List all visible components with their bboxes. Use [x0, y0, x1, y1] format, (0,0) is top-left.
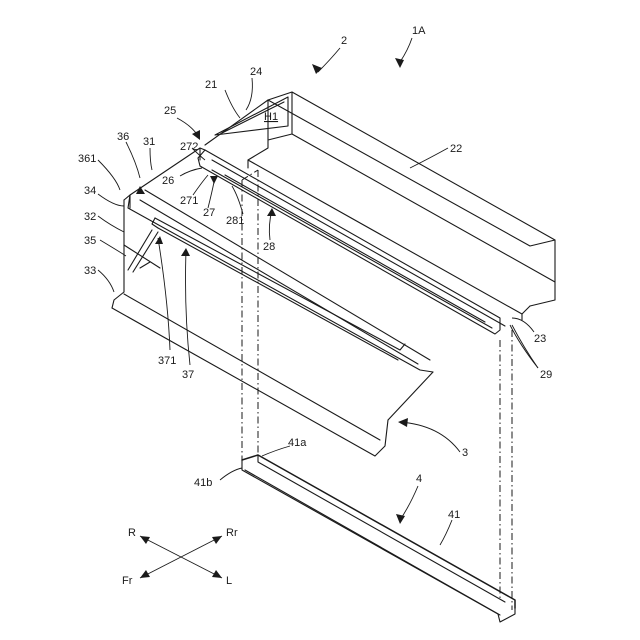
label-41b: 41b: [194, 477, 212, 489]
label-29: 29: [540, 369, 552, 381]
label-361: 361: [78, 153, 96, 165]
label-25: 25: [164, 105, 176, 117]
label-32: 32: [84, 211, 96, 223]
label-281: 281: [226, 215, 244, 227]
label-37: 37: [182, 369, 194, 381]
label-34: 34: [84, 185, 96, 197]
label-H1: H1: [264, 111, 278, 123]
direction-compass: R Rr Fr L: [122, 527, 238, 587]
reference-labels: 1A 2 21 24 H1 25 22 36 31 272 361 26 271…: [78, 25, 552, 521]
label-41a: 41a: [288, 437, 307, 449]
label-36: 36: [117, 131, 129, 143]
compass-r: R: [128, 527, 136, 539]
label-31: 31: [143, 136, 155, 148]
sheet-phantom-outline: [242, 170, 512, 610]
label-3: 3: [462, 447, 468, 459]
compass-rr: Rr: [226, 527, 238, 539]
label-23: 23: [534, 333, 546, 345]
label-4: 4: [416, 473, 422, 485]
label-272: 272: [180, 141, 198, 153]
label-21: 21: [205, 79, 217, 91]
compass-fr: Fr: [122, 575, 133, 587]
label-2: 2: [341, 35, 347, 47]
guide-channel-28: [198, 150, 505, 334]
label-26: 26: [162, 175, 174, 187]
label-35: 35: [84, 235, 96, 247]
compass-l: L: [226, 575, 232, 587]
label-22: 22: [450, 143, 462, 155]
bottom-bar-4: [242, 455, 515, 622]
label-24: 24: [250, 66, 262, 78]
label-27: 27: [203, 207, 215, 219]
label-41: 41: [448, 509, 460, 521]
label-371: 371: [158, 355, 176, 367]
label-271: 271: [180, 195, 198, 207]
label-33: 33: [84, 265, 96, 277]
label-28: 28: [263, 241, 275, 253]
label-1A: 1A: [412, 25, 426, 37]
